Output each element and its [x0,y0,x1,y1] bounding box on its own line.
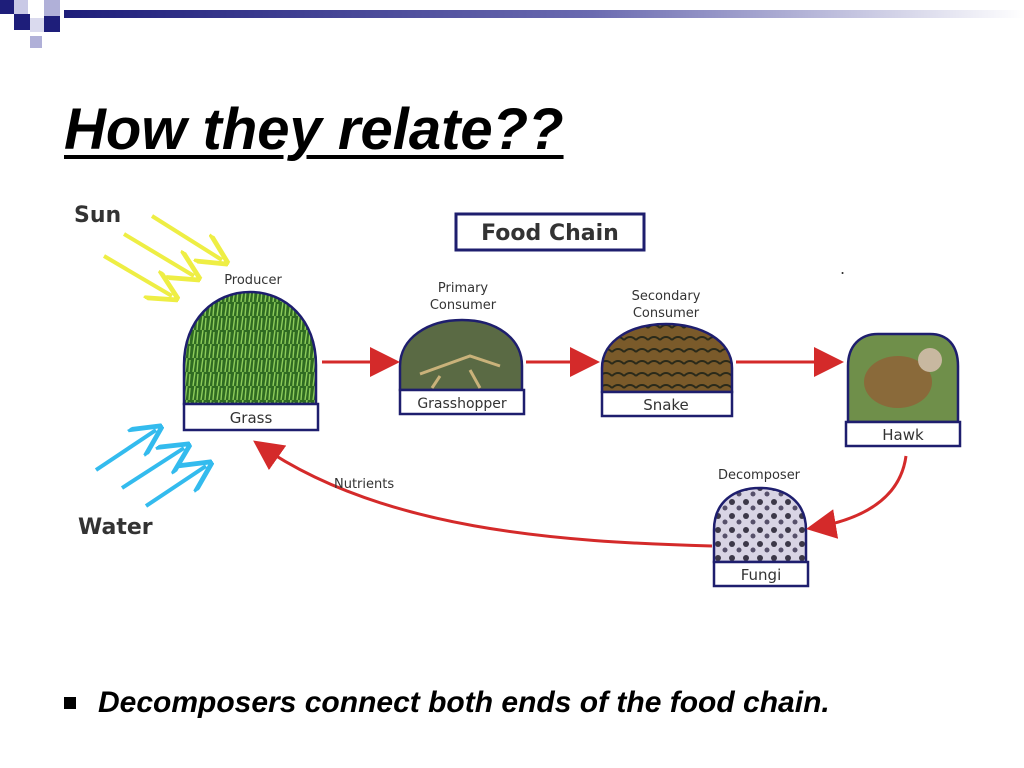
food-chain-heading-text: Food Chain [481,221,619,246]
node-hawk-name: Hawk [882,426,924,444]
bullet-text: Decomposers connect both ends of the foo… [98,686,830,719]
deco-square [30,18,44,32]
node-fungi-role: Decomposer [718,468,801,483]
node-snake-name: Snake [643,396,689,414]
bullet-item: Decomposers connect both ends of the foo… [64,686,830,720]
slide-header-decoration [0,0,1024,48]
food-chain-diagram: Sun Food Chain . Producer Grass Primary … [74,203,962,588]
flow-arrows [253,347,908,548]
node-grass-image [182,290,318,406]
deco-square [30,36,42,48]
node-grasshopper: Primary Consumer Grasshopper [398,281,526,416]
node-grasshopper-image [398,318,524,392]
header-gradient-bar [64,10,1024,18]
bullet-square-icon [64,697,76,709]
node-fungi-image [712,486,808,564]
nutrients-label: Nutrients [334,477,394,492]
deco-square [44,16,60,32]
node-grass: Producer Grass [182,273,320,432]
node-snake-image [600,322,734,394]
node-grasshopper-role-1: Primary [438,281,489,296]
slide-title: How they relate?? [64,97,564,162]
sun-label: Sun [74,203,121,228]
node-snake: Secondary Consumer Snake [600,289,734,418]
deco-square [14,14,30,30]
stray-dot: . [840,259,845,278]
deco-square [0,0,14,14]
water-label: Water [78,515,153,540]
node-fungi-name: Fungi [741,566,782,584]
node-grass-name: Grass [230,409,273,427]
node-grasshopper-role-2: Consumer [430,298,497,313]
sun-rays [102,214,222,296]
node-grass-role: Producer [224,273,282,288]
arrow-fungi-to-grass [253,440,713,548]
node-snake-role-1: Secondary [632,289,701,304]
deco-square [44,0,60,16]
node-snake-role-2: Consumer [633,306,700,321]
node-fungi: Decomposer Fungi [712,468,810,588]
water-arrows [94,430,206,508]
arrow-hawk-to-fungi [806,455,908,539]
node-hawk: Hawk [844,332,962,448]
deco-square [14,0,28,14]
node-grasshopper-name: Grasshopper [417,396,507,412]
food-chain-heading: Food Chain [454,212,646,252]
